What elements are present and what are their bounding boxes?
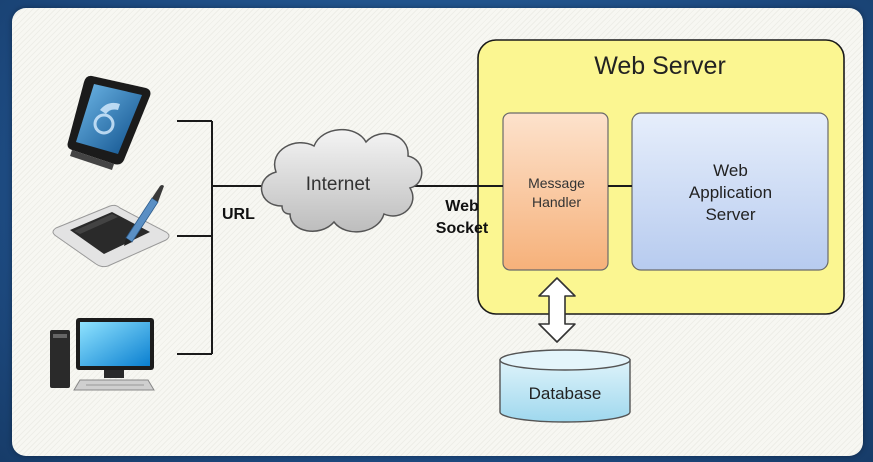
smartphone-icon (67, 75, 151, 170)
web-application-server-box (631, 112, 829, 271)
database-label: Database (528, 384, 602, 403)
was-label-line3: Server (705, 205, 756, 224)
desktop-computer-icon (50, 318, 155, 391)
internet-cloud (260, 128, 423, 233)
message-handler-label: Message Handler (505, 174, 608, 212)
client-bracket (177, 120, 213, 355)
message-handler-label-line2: Handler (531, 194, 582, 210)
internet-label: Internet (305, 174, 371, 195)
websocket-label: Web Socket (424, 196, 500, 240)
was-label-line1: Web (713, 161, 748, 180)
pen-tablet-icon (52, 185, 170, 268)
message-handler-box (502, 112, 609, 271)
database-sync-arrow (538, 277, 576, 343)
web-server-title: Web Server (594, 52, 726, 80)
database-cylinder (499, 349, 631, 423)
websocket-label-line2: Socket (435, 220, 489, 237)
message-handler-label-line1: Message (528, 175, 585, 191)
websocket-label-line1: Web (445, 198, 479, 215)
was-label-line2: Application (688, 183, 773, 202)
web-application-server-label: Web Application Server (633, 160, 828, 226)
url-label: URL (222, 206, 255, 223)
